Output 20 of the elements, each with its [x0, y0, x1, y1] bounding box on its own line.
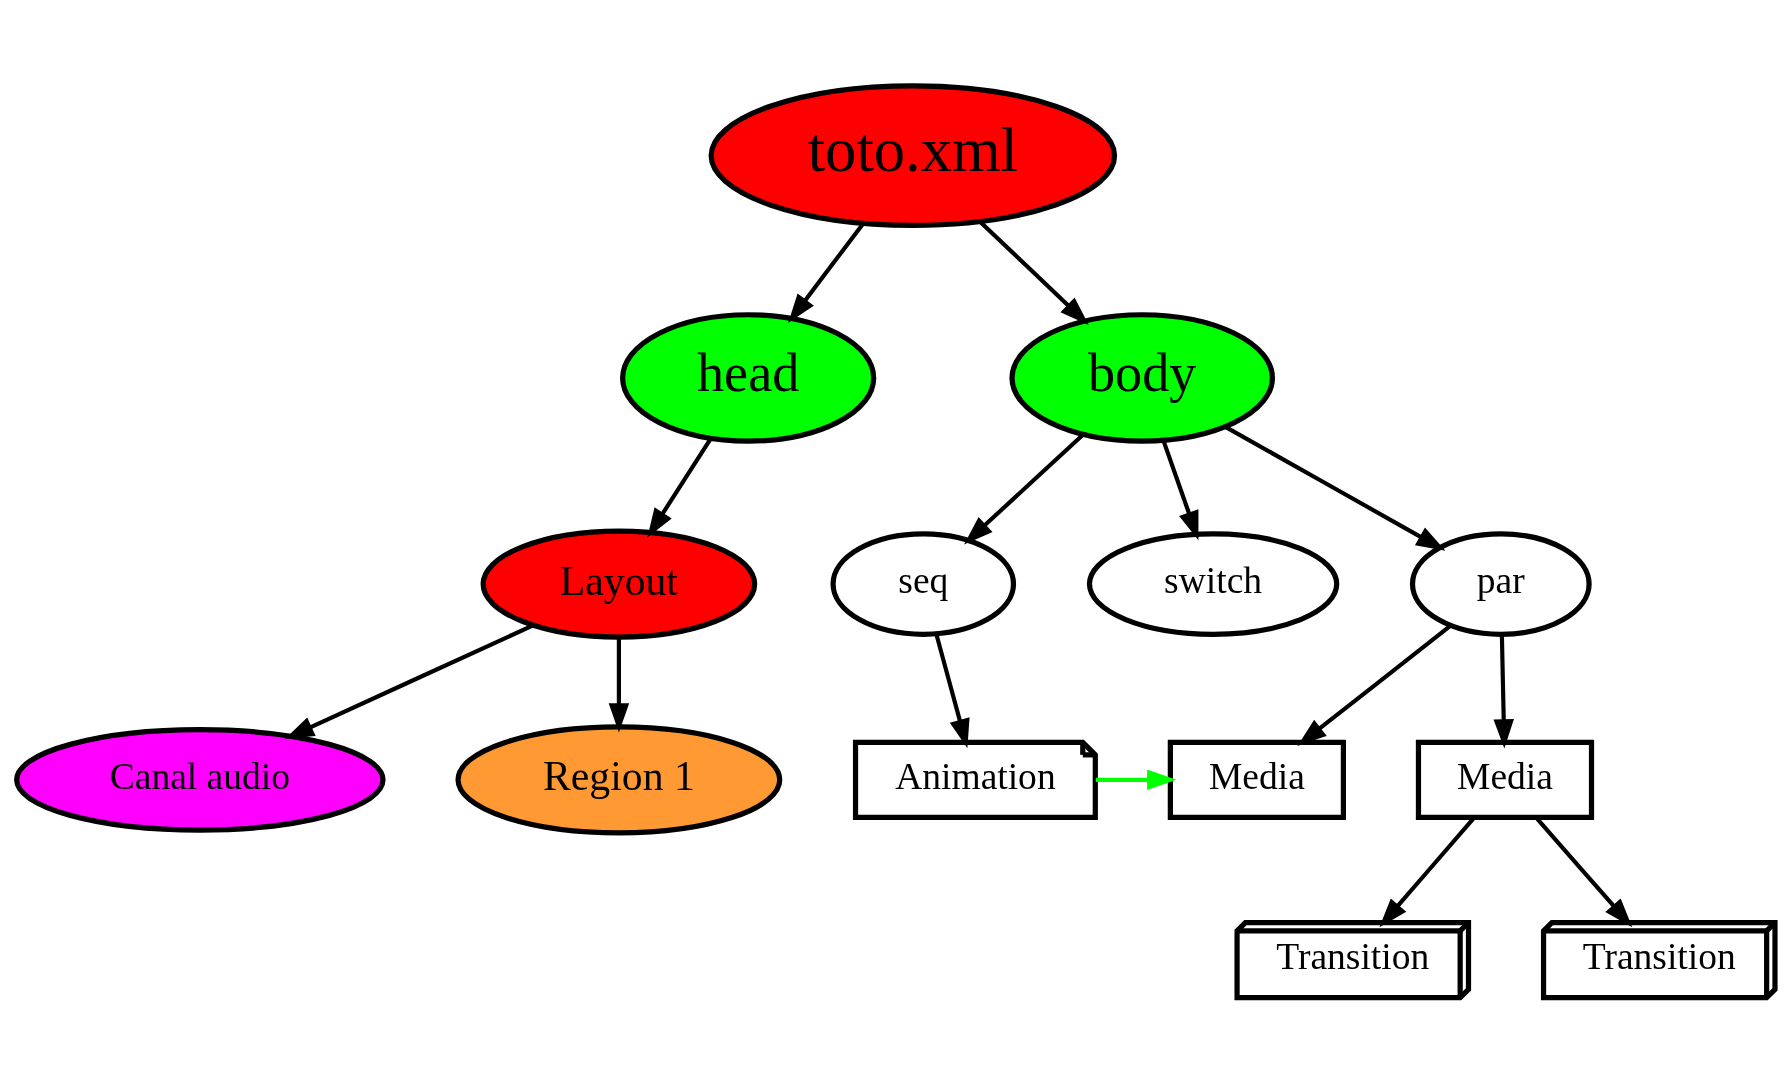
node-ellipse: head — [620, 311, 877, 444]
arrow — [934, 633, 970, 748]
arrow — [284, 623, 534, 739]
node-ellipse: Canal audio — [14, 726, 386, 833]
arrow — [1297, 623, 1452, 746]
arrow — [1224, 424, 1446, 551]
arrow — [1095, 769, 1177, 790]
node-ellipse: Layout — [480, 528, 758, 640]
node-ellipse: par — [1409, 530, 1592, 637]
node-ellipse: body — [1009, 311, 1275, 444]
arrow — [1493, 634, 1514, 748]
node-ellipse: switch — [1086, 530, 1340, 637]
arrow — [608, 637, 630, 733]
node-box: Media — [1415, 739, 1595, 820]
node-ellipse: Region 1 — [455, 723, 783, 835]
node-box: Media — [1167, 739, 1346, 820]
arrow — [647, 437, 713, 537]
arrow — [1161, 439, 1199, 540]
node-ellipse: seq — [830, 530, 1017, 637]
node-ellipse: toto.xml — [708, 82, 1118, 228]
